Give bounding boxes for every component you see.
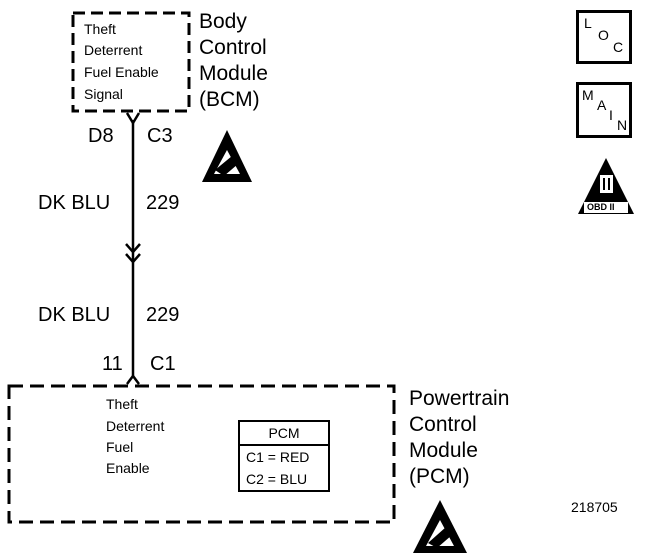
esd-warning-icon bbox=[202, 130, 252, 182]
main-reference-icon[interactable]: M A I N bbox=[576, 82, 632, 138]
legend-title: PCM bbox=[240, 422, 328, 446]
bcm-connector-label: C3 bbox=[147, 125, 173, 147]
bcm-name-line: Body bbox=[199, 10, 247, 33]
pcm-pin-label: 11 bbox=[102, 353, 123, 375]
bcm-signal-line: Deterrent bbox=[84, 42, 143, 58]
wire-circuit-label: 229 bbox=[146, 304, 180, 326]
legend-row: C1 = RED bbox=[246, 449, 310, 465]
pcm-pin-symbol bbox=[126, 373, 140, 385]
main-letter: I bbox=[609, 107, 613, 123]
bcm-pin-label: D8 bbox=[88, 125, 114, 147]
pcm-signal-line: Enable bbox=[106, 460, 150, 476]
pcm-signal-line: Deterrent bbox=[106, 418, 165, 434]
figure-number: 218705 bbox=[571, 499, 618, 515]
wire-color-label: DK BLU bbox=[38, 304, 111, 326]
bcm-signal-line: Theft bbox=[84, 21, 116, 37]
main-letter: A bbox=[597, 97, 607, 113]
inline-connector-chevron-lower bbox=[125, 253, 141, 264]
inline-connector-chevron-upper bbox=[125, 243, 141, 254]
location-reference-icon[interactable]: L O C bbox=[576, 10, 632, 64]
loc-letter: C bbox=[613, 39, 624, 55]
bcm-signal-line: Signal bbox=[84, 86, 123, 102]
bcm-name-line: Module bbox=[199, 62, 268, 85]
pcm-connector-label: C1 bbox=[150, 353, 176, 375]
loc-letter: O bbox=[598, 27, 609, 43]
loc-letter: L bbox=[584, 15, 592, 31]
wire-circuit-label: 229 bbox=[146, 192, 180, 214]
obd-ii-label: OBD II bbox=[587, 202, 615, 212]
wire-color-label: DK BLU bbox=[38, 192, 111, 214]
pcm-signal-line: Fuel bbox=[106, 439, 134, 455]
pcm-name-line: Powertrain bbox=[409, 387, 510, 410]
bcm-dashed-box bbox=[71, 11, 191, 113]
pcm-dashed-box bbox=[7, 384, 396, 524]
pcm-name-line: Module bbox=[409, 439, 478, 462]
main-letter: M bbox=[582, 87, 594, 103]
esd-warning-icon bbox=[413, 500, 467, 553]
pcm-signal-line: Theft bbox=[106, 396, 138, 412]
pcm-name-line: Control bbox=[409, 413, 477, 436]
pcm-name-line: (PCM) bbox=[409, 465, 470, 488]
main-letter: N bbox=[617, 117, 628, 133]
pcm-connector-legend: PCM C1 = RED C2 = BLU bbox=[238, 420, 330, 492]
legend-row: C2 = BLU bbox=[246, 471, 308, 487]
bcm-pin-symbol bbox=[125, 112, 141, 126]
bcm-name-line: (BCM) bbox=[199, 88, 260, 111]
bcm-name-line: Control bbox=[199, 36, 267, 59]
obd-ii-icon bbox=[578, 158, 634, 214]
bcm-signal-line: Fuel Enable bbox=[84, 64, 159, 80]
